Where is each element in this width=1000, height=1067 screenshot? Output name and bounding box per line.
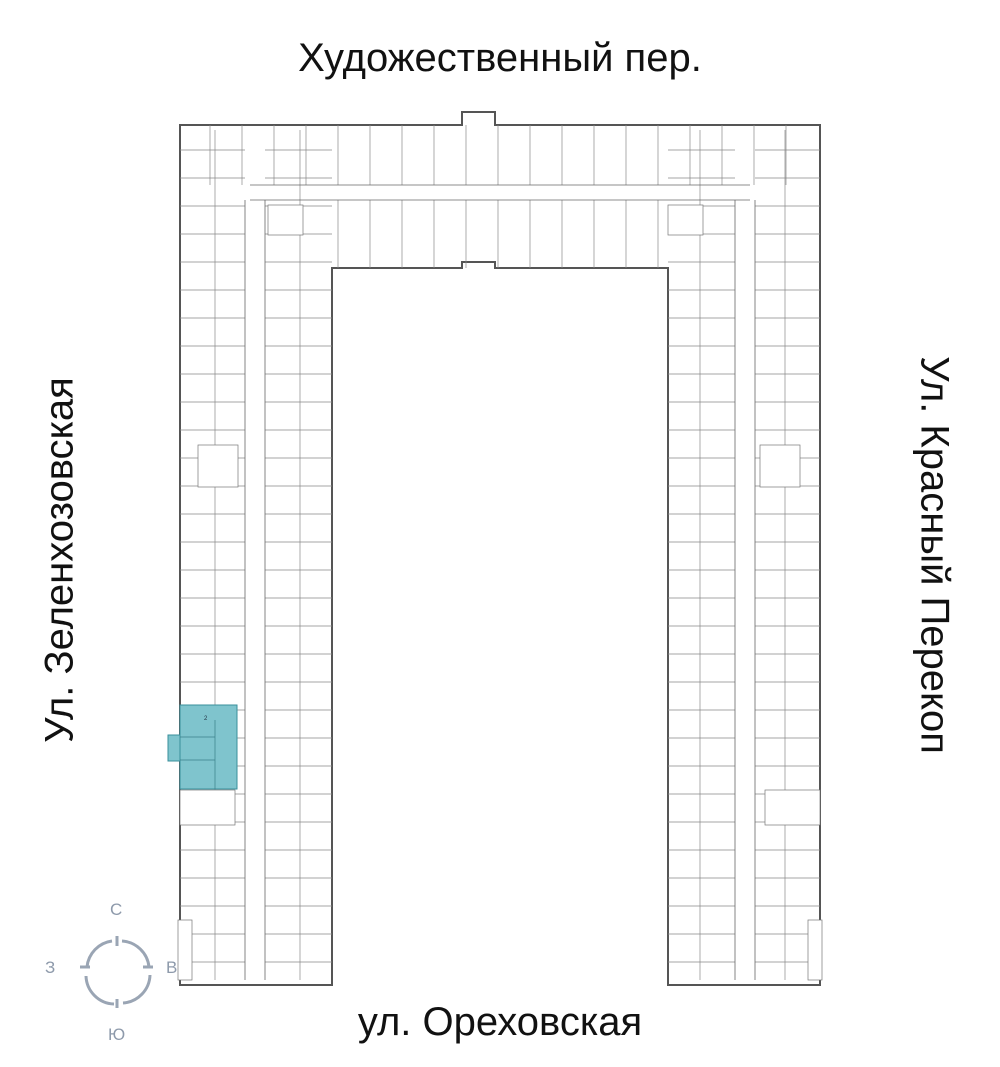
compass [80, 936, 153, 1008]
street-label-bottom: ул. Ореховская [357, 1000, 643, 1044]
compass-west: З [45, 958, 56, 977]
street-label-top: Художественный пер. [298, 36, 702, 80]
selected-apartment[interactable]: 2 [167, 704, 238, 790]
street-label-left: Ул. Зеленхозовская [37, 377, 82, 743]
compass-south: Ю [108, 1025, 126, 1044]
corridors [244, 184, 756, 980]
compass-east: В [166, 958, 178, 977]
stairwells [177, 204, 823, 981]
room-grid [180, 125, 820, 980]
compass-north: С [110, 900, 123, 919]
building-outline [179, 111, 821, 986]
street-label-right: Ул. Красный Перекоп [912, 356, 957, 754]
selected-apartment-rooms: 2 [204, 716, 208, 722]
